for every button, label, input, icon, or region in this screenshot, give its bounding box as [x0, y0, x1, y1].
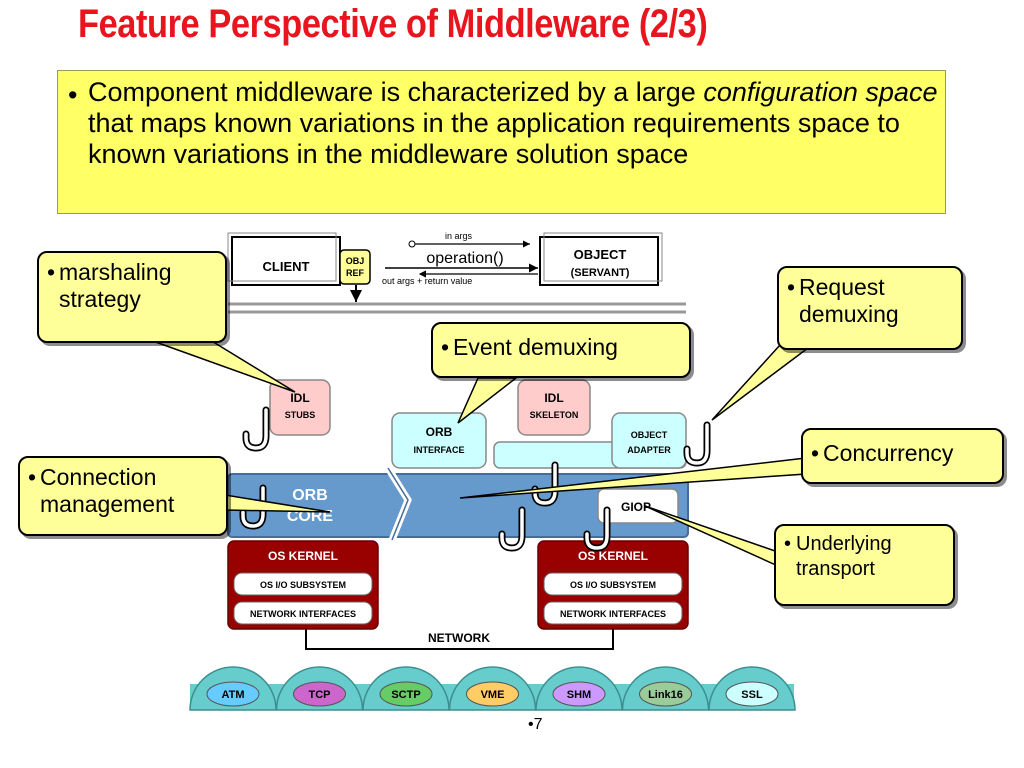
callout-underlying-transport: •Underlying transport — [774, 524, 955, 606]
orb-core-label-1: ORB — [292, 487, 328, 504]
callout-text: Underlying — [796, 533, 892, 555]
transport-label: TCP — [309, 689, 331, 701]
orb-interface-box — [391, 412, 487, 469]
summary-box: • Component middleware is characterized … — [57, 70, 946, 214]
bullet: • — [441, 334, 450, 360]
transport-pill — [379, 681, 433, 707]
os-kernel-right: OS KERNEL OS I/O SUBSYSTEM NETWORK INTER… — [537, 540, 689, 630]
bullet: • — [787, 274, 796, 300]
callout-text: marshaling — [59, 259, 172, 285]
callout-text: transport — [796, 558, 875, 580]
idl-skeleton-label-1: IDL — [544, 391, 563, 405]
event-demux-pointer — [457, 377, 519, 424]
idl-skeleton-label-2: SKELETON — [530, 410, 579, 420]
out-args-label: out args + return value — [382, 276, 472, 286]
callout-event-demuxing: •Event demuxing — [431, 322, 691, 378]
orb-interface-label-1: ORB — [426, 425, 453, 439]
callout-text: demuxing — [799, 301, 899, 327]
client-label: CLIENT — [263, 259, 310, 274]
hooks-group — [239, 406, 711, 552]
summary-emphasis: configuration space — [703, 77, 938, 107]
summary-text: Component middleware is characterized by… — [88, 77, 938, 170]
net-interfaces-label: NETWORK INTERFACES — [560, 609, 666, 619]
giop-box — [597, 488, 679, 524]
idl-stubs-box — [269, 379, 331, 436]
callout-connection-management: •Connection management — [18, 456, 228, 536]
idl-stubs-label-1: IDL — [290, 391, 309, 405]
transport-label: SCTP — [391, 689, 420, 701]
idl-stubs-label-2: STUBS — [285, 410, 316, 420]
transport-bar: ATM TCP SCTP VME SHM Link16 SSL — [189, 666, 796, 711]
object-adapter-box — [611, 412, 687, 469]
callout-text: Event demuxing — [453, 334, 618, 360]
callout-text: Connection — [40, 464, 157, 490]
bullet: • — [811, 440, 820, 466]
transport-label: SHM — [567, 689, 591, 701]
page-number: •7 — [528, 716, 543, 733]
bullet: • — [47, 259, 56, 285]
net-interfaces-label: NETWORK INTERFACES — [250, 609, 356, 619]
transport-pill — [466, 681, 519, 707]
object-adapter-label-2: ADAPTER — [627, 445, 671, 455]
hook-icon — [583, 506, 611, 552]
hook-icon — [683, 421, 711, 467]
operation-label: operation() — [426, 250, 503, 267]
object-adapter-label-1: OBJECT — [631, 430, 668, 440]
obj-ref — [339, 249, 371, 285]
object-label: OBJECT — [574, 247, 627, 262]
os-kernel-label: OS KERNEL — [268, 549, 338, 563]
idl-skeleton-box — [517, 379, 591, 436]
bullet: • — [68, 80, 78, 110]
transport-label: Link16 — [648, 689, 683, 701]
io-subsystem-label: OS I/O SUBSYSTEM — [570, 580, 656, 590]
orb-interface-label-2: INTERFACE — [413, 445, 464, 455]
transport-pill — [639, 681, 692, 707]
callout-text: strategy — [59, 286, 141, 312]
bullet: • — [784, 533, 792, 555]
slide-title: Feature Perspective of Middleware (2/3) — [78, 2, 708, 46]
giop-label: GIOP — [621, 500, 651, 514]
summary-part-2: that maps known variations in the applic… — [88, 108, 900, 169]
callout-request-demuxing: •Request demuxing — [777, 266, 963, 350]
hook-icon — [531, 461, 559, 507]
in-args-label: in args — [445, 231, 473, 241]
transport-pill — [725, 681, 779, 707]
callout-concurrency: •Concurrency — [801, 428, 1004, 484]
callout-marshaling: •marshaling strategy — [37, 251, 227, 343]
obj-ref-label-2: REF — [346, 268, 365, 278]
hook-icon — [242, 406, 270, 452]
transport-label: VME — [481, 689, 505, 701]
transport-pill — [293, 681, 346, 707]
transport-label: ATM — [221, 689, 244, 701]
os-kernel-left: OS KERNEL OS I/O SUBSYSTEM NETWORK INTER… — [227, 540, 379, 630]
transport-pill — [552, 681, 606, 707]
hook-icon — [498, 506, 526, 552]
object-box — [539, 236, 659, 286]
transport-pill — [206, 681, 260, 707]
request-demux-pointer — [711, 344, 815, 421]
io-subsystem-label: OS I/O SUBSYSTEM — [260, 580, 346, 590]
callout-text: Request — [799, 274, 885, 300]
os-kernel-label: OS KERNEL — [578, 549, 648, 563]
summary-part-1: Component middleware is characterized by… — [88, 77, 704, 107]
marshaling-pointer — [149, 339, 296, 393]
transport-label: SSL — [741, 689, 763, 701]
callout-text: Concurrency — [823, 440, 954, 466]
network-label: NETWORK — [428, 631, 490, 645]
servant-label: (SERVANT) — [571, 267, 630, 279]
network-line — [305, 629, 614, 650]
bullet: • — [28, 464, 37, 490]
callout-text: management — [40, 491, 175, 517]
hook-icon — [239, 484, 267, 530]
obj-ref-label-1: OBJ — [346, 256, 365, 266]
